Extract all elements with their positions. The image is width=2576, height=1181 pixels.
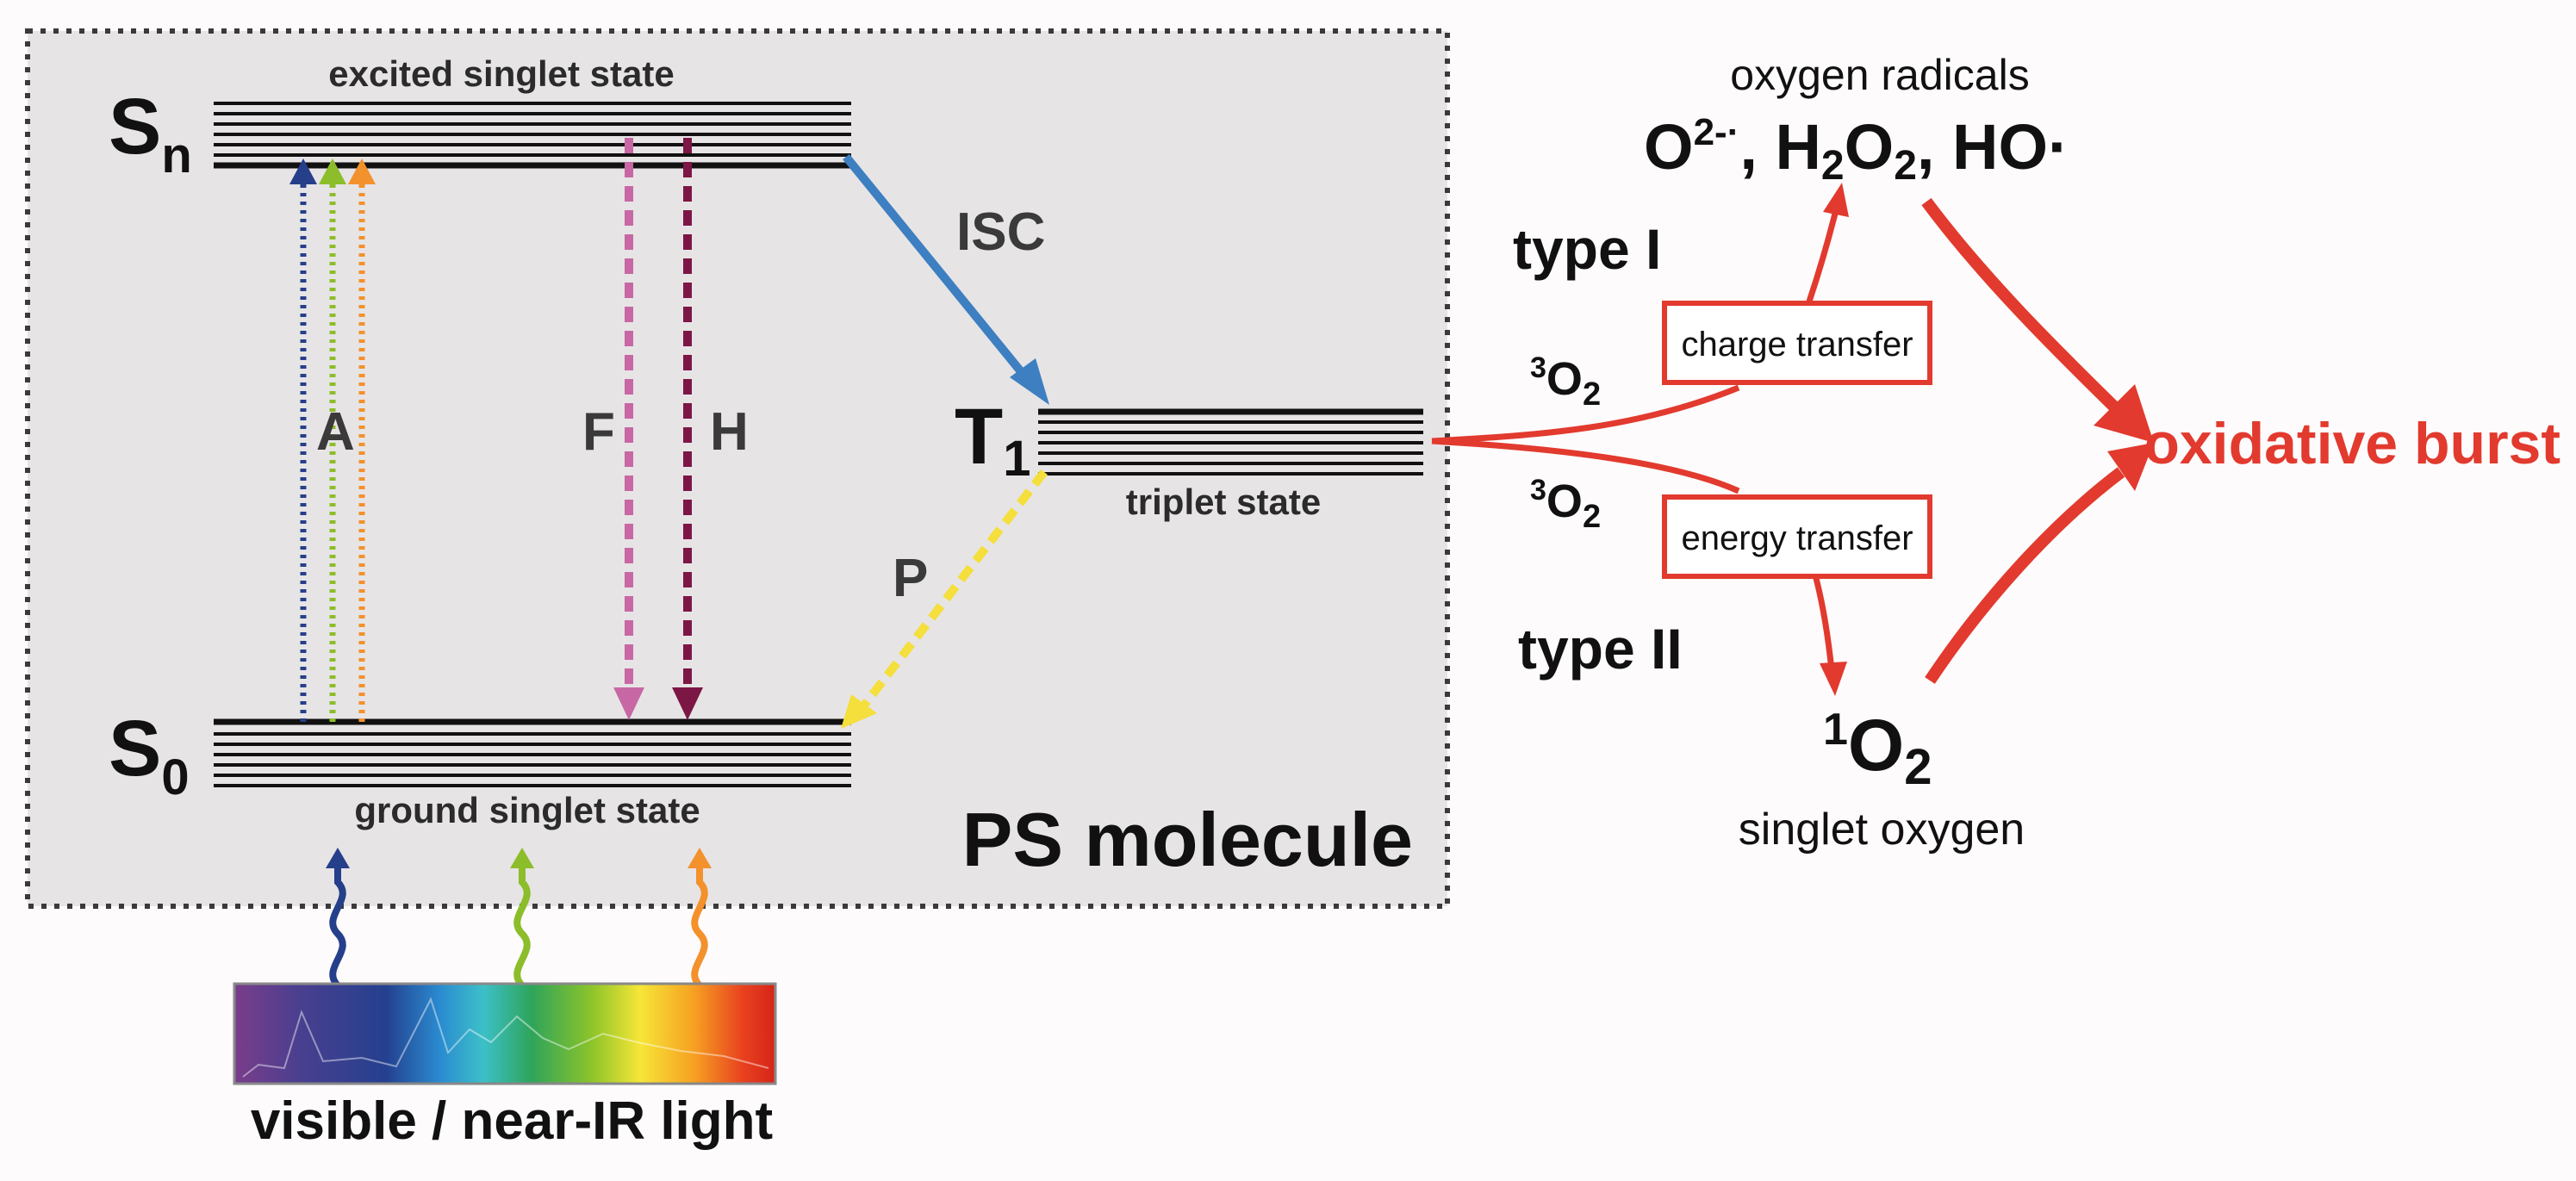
type-one-label: type I — [1513, 217, 1661, 281]
type-two-label: type II — [1518, 617, 1683, 681]
t1-symbol: T1 — [955, 393, 1030, 487]
spectrum-curve — [242, 997, 769, 1078]
energy-transfer-label: energy transfer — [1681, 519, 1913, 557]
ps-molecule-box — [25, 28, 1450, 909]
reaction-paths — [1431, 206, 1840, 671]
light-wave-arrows — [329, 865, 708, 988]
isc-arrowhead — [1010, 358, 1049, 405]
sn-level-lines — [214, 102, 851, 169]
light-arrowhead-navy — [326, 848, 350, 868]
fluorescence-arrowhead — [613, 687, 644, 720]
isc-label: ISC — [956, 202, 1045, 262]
phosphorescence-arrow — [860, 469, 1048, 710]
phosphorescence-arrowhead — [841, 694, 877, 729]
s0-symbol: S0 — [109, 705, 190, 805]
isc-arrow — [843, 153, 1030, 382]
burst-arrow-top — [1921, 197, 2125, 419]
t1-level-lines — [1038, 408, 1423, 476]
sn-name: excited singlet state — [328, 53, 674, 94]
t1-name: triplet state — [1126, 482, 1321, 522]
radicals-formula: O2-·, H2O2, HO· — [1644, 111, 2069, 189]
light-label: visible / near-IR light — [251, 1091, 773, 1151]
light-arrowhead-green — [510, 848, 534, 868]
fluorescence-label: F — [582, 402, 615, 462]
absorption-label: A — [316, 402, 355, 462]
singlet-oxygen-formula: 1O2 — [1823, 705, 1932, 795]
oxidative-burst-label: oxidative burst — [2144, 411, 2560, 476]
burst-arrowhead-top — [2094, 384, 2154, 443]
charge-transfer-label: charge transfer — [1681, 326, 1913, 364]
charge-transfer-box — [1662, 301, 1932, 385]
burst-arrow-bottom — [1925, 467, 2125, 684]
arrowhead-to-radicals — [1823, 183, 1849, 217]
burst-arrowhead-bottom — [2107, 443, 2154, 491]
energy-transfer-box — [1662, 494, 1932, 579]
s0-name: ground singlet state — [354, 790, 700, 830]
heat-label: H — [710, 402, 749, 462]
ps-molecule-label: PS molecule — [962, 797, 1413, 882]
light-arrowhead-orange — [688, 848, 712, 868]
absorption-arrows — [289, 159, 376, 722]
triplet-oxygen-label-bottom: 3O2 — [1530, 474, 1601, 535]
radicals-title: oxygen radicals — [1730, 51, 2029, 99]
spectrum-bar — [233, 982, 777, 1085]
singlet-oxygen-label: singlet oxygen — [1739, 805, 2025, 855]
heat-arrowhead — [672, 687, 703, 720]
arrowhead-to-singlet-oxygen — [1820, 662, 1847, 696]
triplet-oxygen-label-top: 3O2 — [1530, 351, 1601, 413]
s0-level-lines — [214, 718, 851, 787]
sn-symbol: Sn — [109, 83, 192, 183]
phosphorescence-label: P — [893, 549, 928, 608]
